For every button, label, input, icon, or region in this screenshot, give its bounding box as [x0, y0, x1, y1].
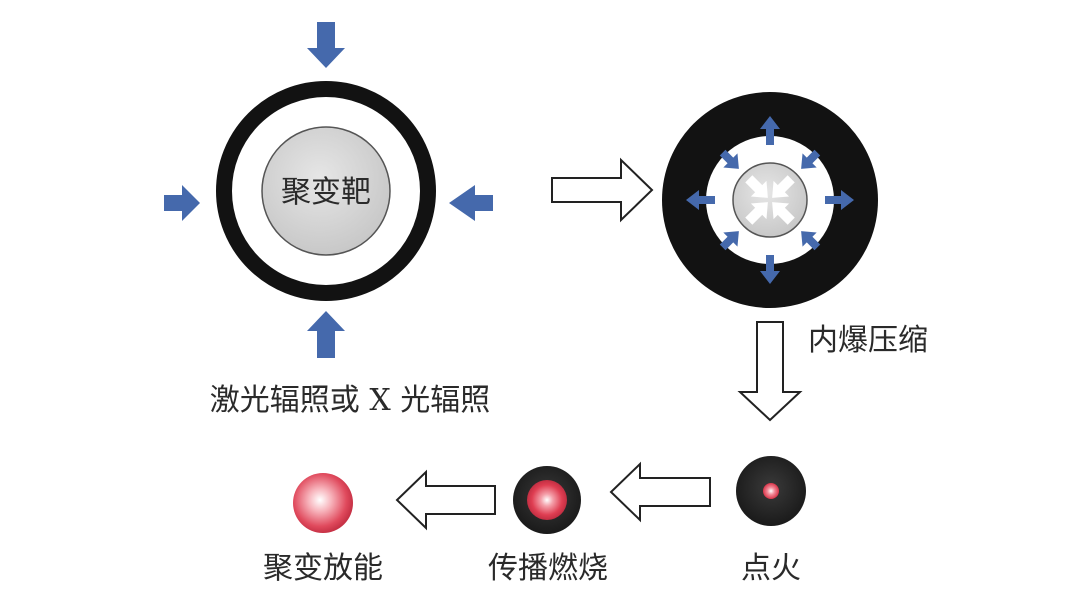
inward-arrow-icon — [719, 149, 739, 169]
ignition-label: 点火 — [741, 551, 801, 586]
core-arrow-icon — [772, 175, 795, 198]
inward-arrow-icon — [801, 149, 821, 169]
implosion-stage — [662, 92, 878, 308]
core-arrow-icon — [772, 202, 795, 225]
outward-arrow-icon — [686, 190, 715, 210]
outward-arrow-icon — [760, 116, 780, 145]
target-core — [261, 126, 391, 256]
outward-arrow-icon — [825, 190, 854, 210]
target-stage: 聚变靶 激光辐照或 X 光辐照 — [164, 22, 493, 418]
burn-label: 传播燃烧 — [488, 551, 608, 586]
outward-arrows — [686, 116, 854, 284]
incoming-arrow-top-icon — [307, 22, 345, 68]
inward-arrows — [719, 149, 821, 251]
target-label: 聚变靶 — [281, 175, 371, 210]
energy-release-stage: 聚变放能 — [263, 473, 383, 586]
energy-release-label: 聚变放能 — [263, 551, 383, 586]
inward-arrow-icon — [719, 231, 739, 251]
inward-arrow-icon — [801, 231, 821, 251]
outward-arrow-icon — [760, 255, 780, 284]
ignition-stage: 点火 — [736, 456, 806, 586]
flow-arrow-right-icon — [551, 157, 654, 223]
flow-arrow-down-icon — [737, 321, 803, 422]
core-arrow-icon — [745, 175, 768, 198]
incoming-arrow-right-icon — [449, 185, 493, 221]
implosion-compressed-core — [732, 162, 808, 238]
incoming-arrow-left-icon — [164, 185, 200, 221]
ignition-hot-spot — [763, 483, 779, 499]
implosion-label: 内爆压缩 — [808, 323, 928, 358]
irradiation-label: 激光辐照或 X 光辐照 — [210, 383, 490, 418]
flow-arrow-left-icon — [395, 469, 496, 531]
burn-stage: 传播燃烧 — [488, 466, 608, 586]
burn-flame — [527, 480, 567, 520]
core-arrow-icon — [745, 202, 768, 225]
incoming-arrow-bottom-icon — [307, 311, 345, 358]
core-inward-arrows — [745, 175, 795, 225]
energy-release-sphere — [293, 473, 353, 533]
flow-arrow-left-icon — [609, 461, 711, 523]
